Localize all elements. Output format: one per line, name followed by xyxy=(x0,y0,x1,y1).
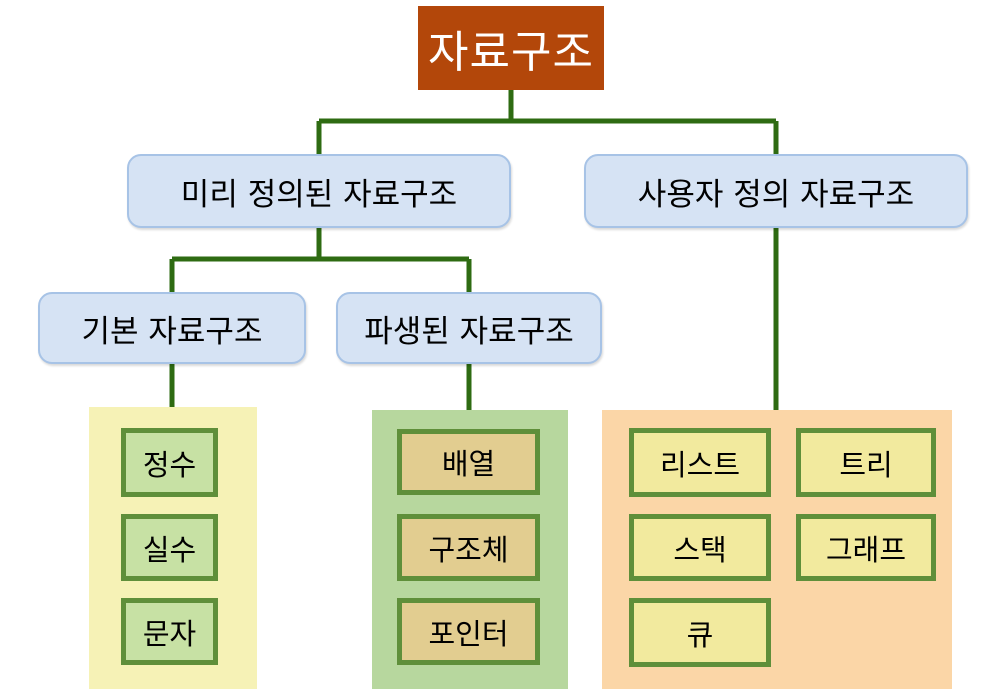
item-pointer: 포인터 xyxy=(397,598,540,665)
item-graph: 그래프 xyxy=(796,514,936,581)
node-user-defined: 사용자 정의 자료구조 xyxy=(584,154,968,228)
root-node: 자료구조 xyxy=(418,6,604,90)
item-integer: 정수 xyxy=(121,428,218,497)
node-derived: 파생된 자료구조 xyxy=(336,292,602,364)
item-array: 배열 xyxy=(397,429,540,495)
node-predefined: 미리 정의된 자료구조 xyxy=(127,154,511,228)
item-tree: 트리 xyxy=(796,428,936,497)
item-list: 리스트 xyxy=(629,428,771,497)
item-queue: 큐 xyxy=(629,598,771,667)
node-basic: 기본 자료구조 xyxy=(38,292,306,364)
item-stack: 스택 xyxy=(629,514,771,581)
item-real: 실수 xyxy=(121,514,218,581)
item-struct: 구조체 xyxy=(397,514,540,581)
item-character: 문자 xyxy=(121,598,218,665)
